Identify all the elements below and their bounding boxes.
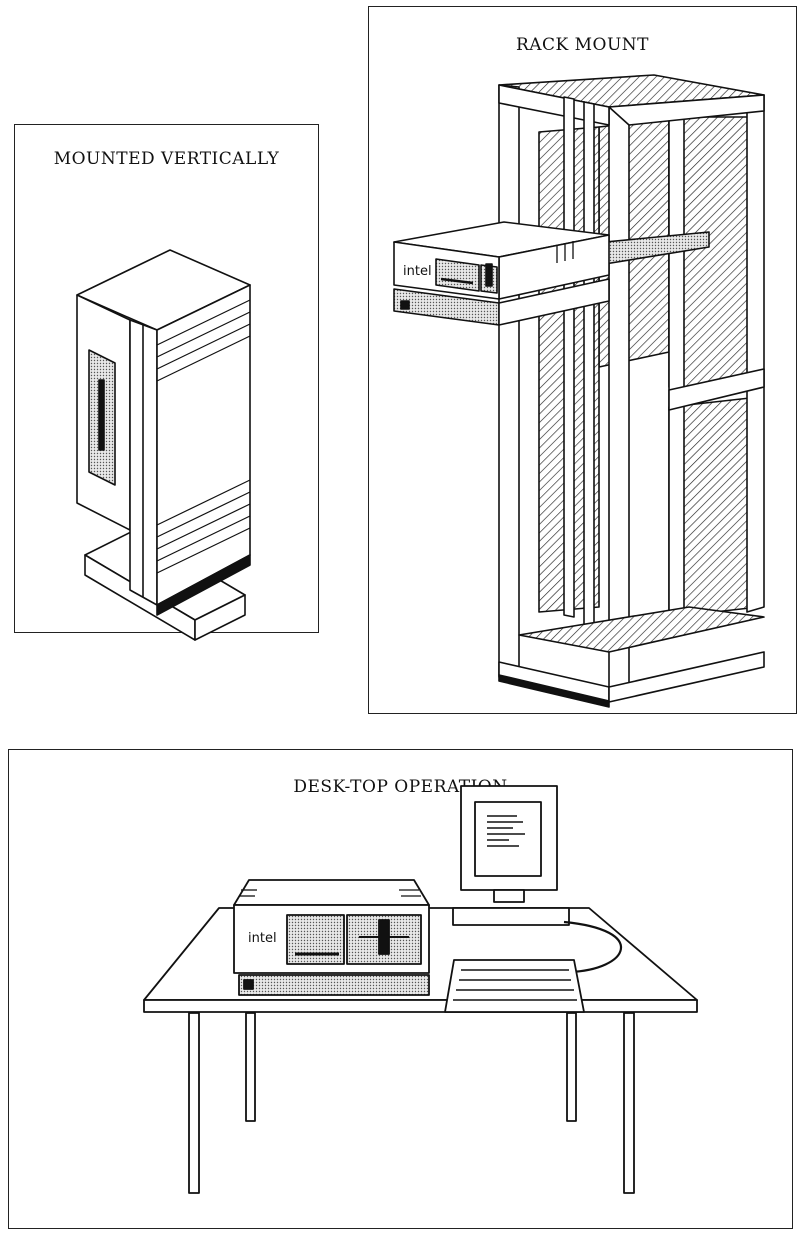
rack-mount-panel: RACK MOUNT xyxy=(368,6,797,714)
desk-top-operation-panel: DESK-TOP OPERATION xyxy=(8,749,793,1229)
vertical-computer-illustration xyxy=(15,125,320,634)
rack-intel-logo: intel xyxy=(403,264,432,279)
mounted-vertically-panel: MOUNTED VERTICALLY xyxy=(14,124,319,633)
rack-cabinet-illustration: intel xyxy=(369,7,798,715)
desktop-intel-logo: intel xyxy=(248,931,277,946)
desktop-setup-illustration: intel xyxy=(9,750,794,1230)
